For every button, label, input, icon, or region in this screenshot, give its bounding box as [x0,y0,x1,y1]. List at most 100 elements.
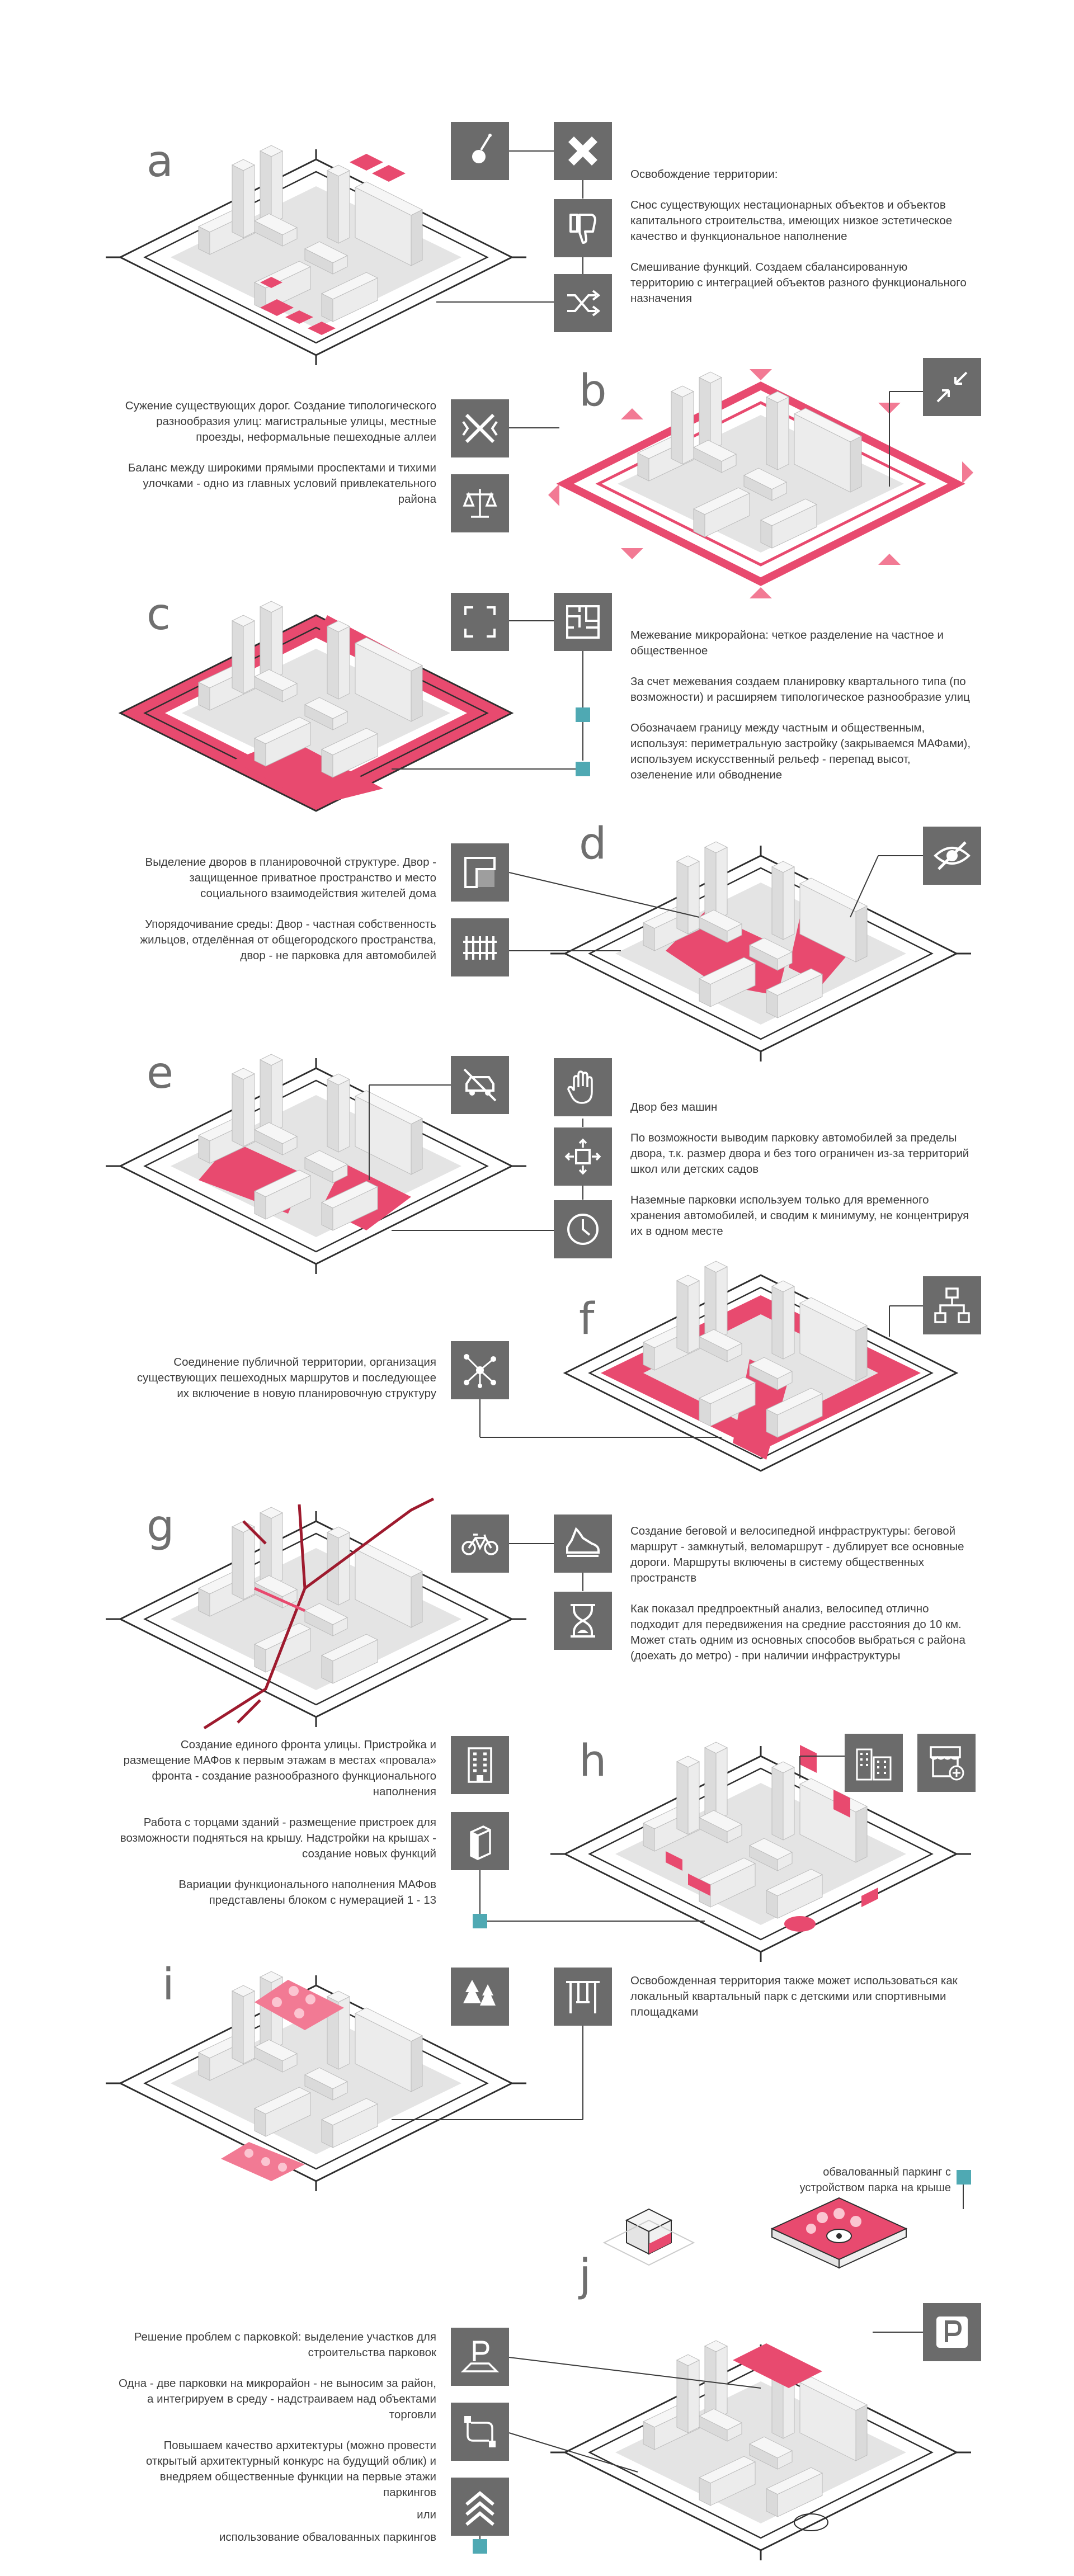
text-c-2: За счет межевания создаем планировку ква… [630,675,970,704]
text-b-2: Баланс между широкими прямыми проспектам… [128,461,436,506]
text-h-1: Создание единого фронта улицы. Пристройк… [123,1738,436,1798]
fence-icon [451,918,509,976]
text-d-1: Выделение дворов в планировочной структу… [145,856,436,900]
text-i-1: Освобожденная территория также может исп… [630,1974,958,2018]
section-a-text: Освобождение территории: Снос существующ… [630,167,972,322]
text-j-3: Повышаем качество архитектуры (можно про… [145,2439,436,2499]
diagram-j [479,2185,972,2561]
section-d-text: Выделение дворов в планировочной структу… [123,855,436,979]
floor-plan-icon [554,593,612,651]
hierarchy-icon [923,1276,981,1334]
buildings-icon [845,1734,903,1792]
parking-label: обвалованный паркинг с устройством парка… [799,2166,951,2194]
compress-arrows-icon [923,358,981,416]
text-a-1: Освобождение территории: [630,168,778,181]
parking-sign-icon [923,2303,981,2361]
shuffle-icon [554,274,612,332]
chevrons-up-icon [451,2478,509,2536]
diagram-a [105,0,583,366]
move-out-icon [554,1127,612,1186]
section-g-text: Создание беговой и велосипедной инфрастр… [630,1523,977,1679]
hourglass-icon [554,1592,612,1650]
sneaker-icon [554,1515,612,1573]
section-letter-i: i [162,1960,175,2010]
text-e-3: Наземные парковки используем только для … [630,1193,969,1238]
text-e-2: По возможности выводим парковку автомоби… [630,1131,969,1176]
courtyard-icon [451,843,509,902]
marker-square [957,2170,971,2185]
diagram-i [105,1952,583,2192]
section-f-text: Соединение публичной территории, организ… [123,1355,436,1417]
section-c: c Межевание микрорайона: четкое разделен… [0,582,1074,839]
section-b: b Сужение существующих дорог. Создание т… [0,347,1074,626]
section-letter-h: h [579,1736,607,1786]
section-letter-j: j [579,2251,591,2301]
section-letter-d: d [579,819,607,869]
text-a-2: Снос существующих нестационарных объекто… [630,199,953,243]
route-icon [451,2403,509,2461]
focus-frame-icon [451,593,509,651]
network-icon [451,1341,509,1399]
section-letter-a: a [147,136,173,187]
section-h: h Создание единого фронта улицы. Пристро… [0,1723,1074,1980]
text-h-3: Вариации функционального наполнения МАФо… [178,1878,436,1907]
scales-icon [451,474,509,532]
section-letter-e: e [147,1048,173,1098]
section-d: d Выделение дворов в планировочной струк… [0,819,1074,1063]
cross-arrows-icon [451,399,509,457]
swing-icon [554,1968,612,2026]
text-c-3: Обозначаем границу между частным и общес… [630,721,971,781]
text-j-4: или [417,2508,436,2521]
clock-icon [554,1200,612,1258]
wrecking-ball-icon [451,122,509,180]
section-e-text: Двор без машин По возможности выводим па… [630,1100,977,1254]
section-letter-f: f [579,1294,595,1344]
diagram-f [479,1270,959,1472]
section-letter-g: g [147,1501,175,1551]
section-e: e Двор без машин По возможности выводим … [0,1051,1074,1286]
eye-off-icon [923,827,981,885]
section-c-text: Межевание микрорайона: четкое разделение… [630,628,972,798]
text-g-2: Как показал предпроектный анализ, велоси… [630,1602,965,1662]
diagram-h [479,1723,972,1963]
section-i-text: Освобожденная территория также может исп… [630,1973,977,2035]
diagram-d [508,822,972,1063]
text-f-1: Соединение публичной территории, организ… [136,1356,436,1400]
text-d-2: Упорядочивание среды: Двор - частная соб… [140,918,436,962]
section-g: g Создание беговой и велосипедной инфрас… [0,1488,1074,1745]
hand-stop-icon [554,1058,612,1116]
text-e-1: Двор без машин [630,1101,718,1114]
bicycle-icon [451,1515,509,1573]
section-a: a Освобождение территории: Снос существу… [0,0,1074,366]
building-extension-icon [451,1812,509,1870]
section-j-text: Решение проблем с парковкой: выделение у… [112,2329,436,2560]
parking-plot-icon [451,2328,509,2386]
section-i: i Освобожденная территория также может и… [0,1952,1074,2231]
diagram-g [105,1497,583,1730]
section-b-text: Сужение существующих дорог. Создание тип… [123,398,436,522]
text-g-1: Создание беговой и велосипедной инфрастр… [630,1525,964,1584]
text-j-5: использование обвалованных паркингов [219,2531,436,2544]
marker-square [576,707,590,722]
text-b-1: Сужение существующих дорог. Создание тип… [125,399,436,444]
close-icon [554,122,612,180]
diagram-c [118,582,583,812]
text-c-1: Межевание микрорайона: четкое разделение… [630,629,944,657]
marker-square [473,2539,487,2554]
diagram-e [105,1051,583,1275]
section-j: j обвалованный паркинг с устройством пар… [0,2148,1074,2573]
section-f: f Соединение публичной территории, орган… [0,1270,1074,1493]
diagram-b [509,369,973,598]
trees-icon [451,1968,509,2026]
text-j-2: Одна - две парковки на микрорайон - не в… [119,2377,436,2421]
text-a-3: Смешивание функций. Создаем сбалансирова… [630,261,967,305]
section-h-text: Создание единого фронта улицы. Пристройк… [112,1737,436,1923]
section-letter-c: c [147,589,171,640]
marker-square [576,762,590,776]
text-j-1: Решение проблем с парковкой: выделение у… [134,2330,436,2359]
text-h-2: Работа с торцами зданий - размещение при… [120,1816,436,1860]
shop-add-icon [917,1734,976,1792]
section-letter-b: b [579,366,607,416]
marker-square [473,1914,487,1928]
no-car-icon [451,1056,509,1114]
